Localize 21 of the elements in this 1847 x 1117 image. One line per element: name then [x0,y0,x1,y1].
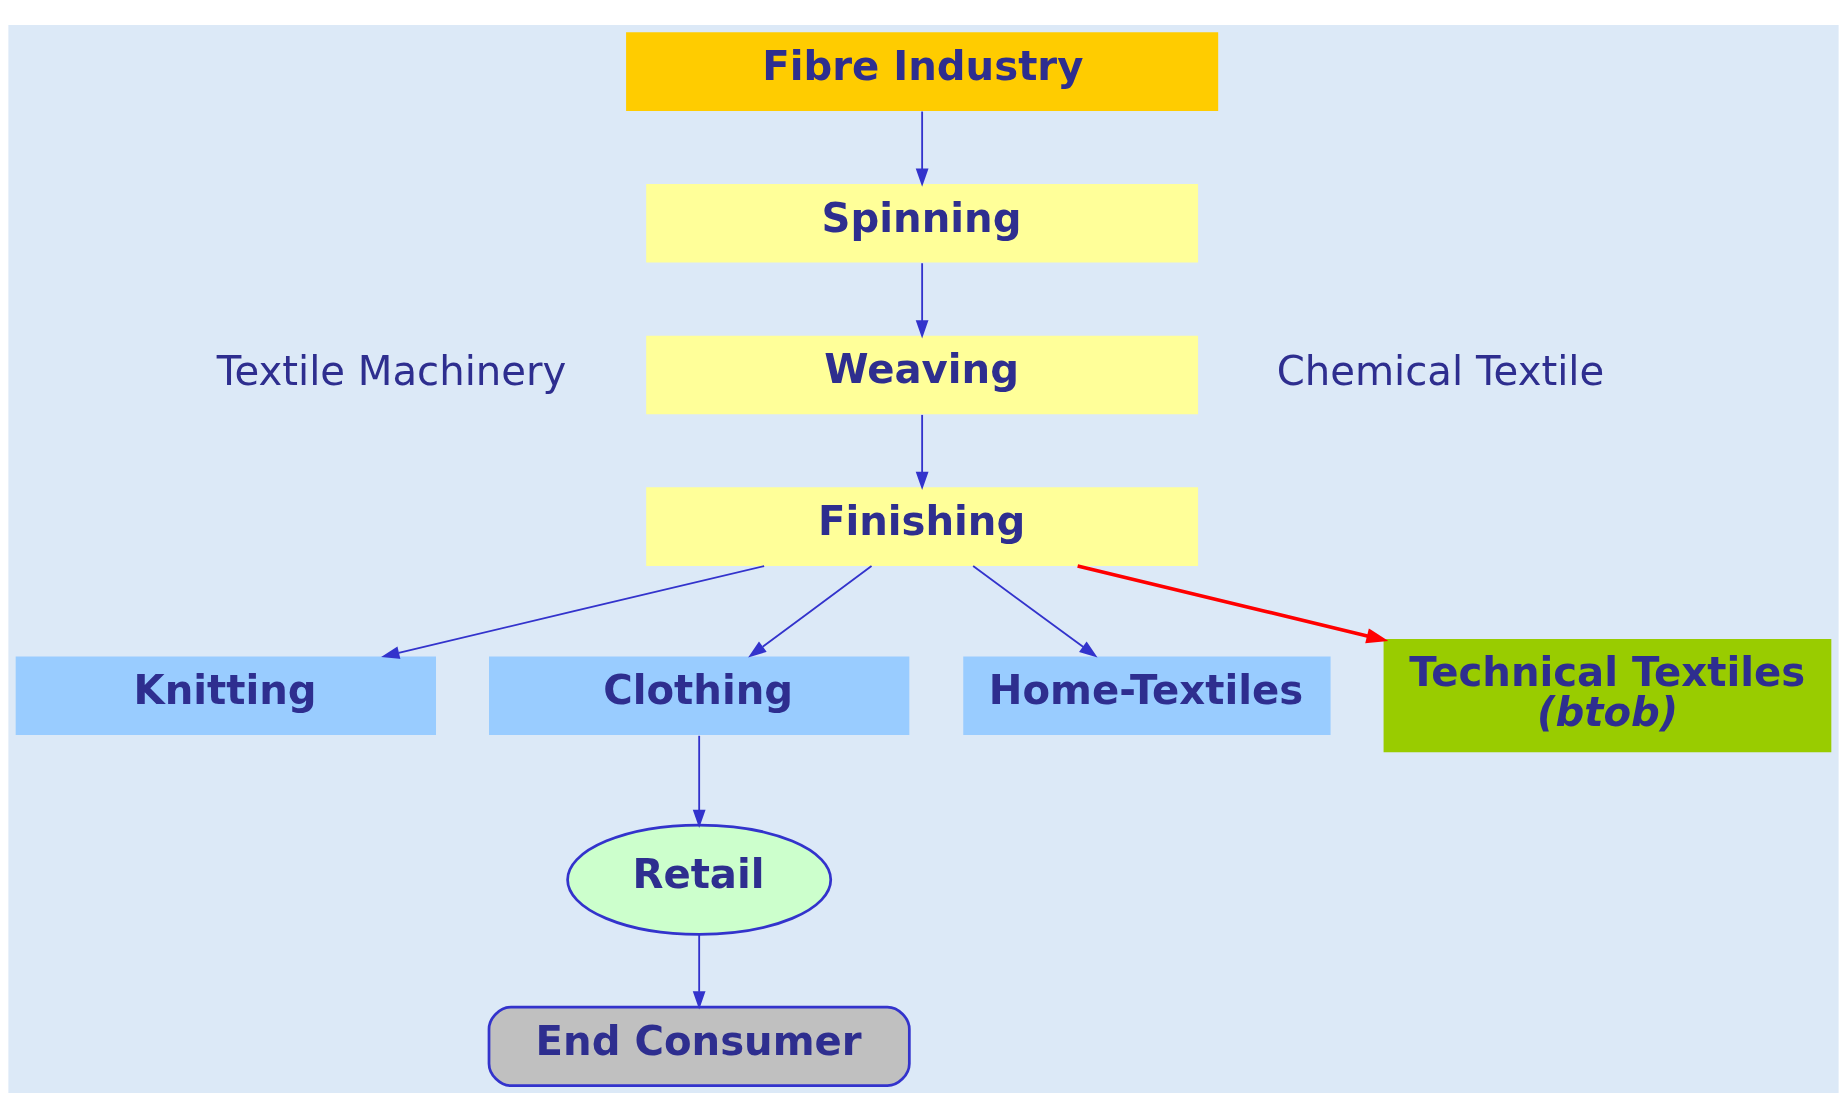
node-box: Finishing [646,486,1199,566]
label: Textile Machinery [216,347,567,394]
arrow [915,261,929,338]
arrow [692,734,706,828]
node-box: Technical Textiles (btob) [1383,638,1832,752]
label: Chemical Textile [1276,347,1605,394]
node-box: Knitting [15,655,436,735]
arrow [915,110,929,187]
node-box: Home-Textiles [963,655,1331,735]
arrow [748,564,873,658]
node-box: End Consumer [487,1005,911,1087]
node-box: Fibre Industry [626,31,1219,111]
node-box: Spinning [646,183,1199,263]
node-box: Clothing [489,655,910,735]
arrow [381,564,766,659]
node-box: Weaving [646,335,1199,414]
arrow [1077,563,1389,643]
node-ellipse: Retail [566,823,833,936]
arrow [692,932,706,1009]
arrow [915,413,929,490]
arrow [972,564,1098,658]
